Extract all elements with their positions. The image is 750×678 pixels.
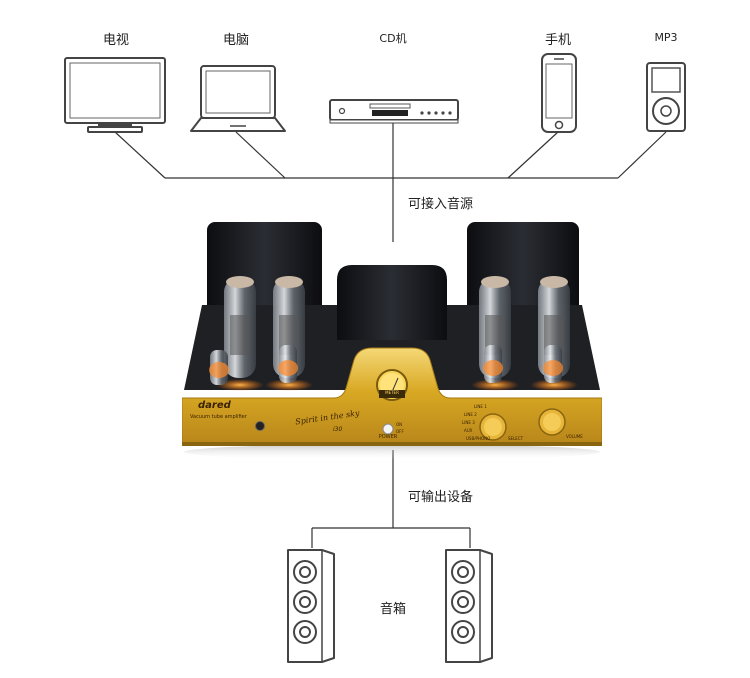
laptop-label: 电脑 (222, 33, 250, 48)
wire-phone (507, 131, 559, 179)
amp-input-label-0: LINE 1 (474, 404, 487, 409)
amp-input-label-4: USB/PHONO (466, 436, 491, 441)
amp-off-label: OFF (396, 429, 404, 434)
amp-meter-label: METER (385, 390, 399, 395)
wire-tv (114, 131, 166, 179)
headphone-jack (255, 421, 265, 431)
amp-volume-label: VOLUME (566, 434, 583, 439)
output-devices-label: 可输出设备 (408, 490, 474, 505)
power-button (382, 423, 394, 435)
tv-label: 电视 (102, 33, 130, 48)
laptop-icon (190, 65, 286, 132)
mp3-player-icon (646, 62, 686, 132)
wire-mp3 (617, 131, 667, 179)
cd-label: CD机 (379, 32, 407, 45)
vacuum-tubes (209, 276, 578, 391)
speakers-label: 音箱 (379, 602, 407, 617)
amp-power-label: POWER (378, 434, 398, 440)
amp-input-label-3: AUX (464, 428, 473, 433)
volume-knob (538, 408, 566, 436)
amp-model: i30 (333, 426, 343, 433)
amp-select-label: SELECT (508, 436, 524, 441)
amp-input-label-1: LINE 2 (464, 412, 477, 417)
input-sources-label: 可接入音源 (408, 197, 474, 212)
phone-label: 手机 (544, 33, 572, 48)
right-speaker-icon (445, 549, 493, 663)
select-knob (479, 413, 507, 441)
wire-laptop (235, 131, 286, 179)
mp3-label: MP3 (654, 31, 678, 44)
cd-player-icon (329, 99, 459, 124)
tube-amplifier (182, 222, 602, 460)
amp-brand: dared (198, 400, 231, 411)
amp-input-label-2: LINE 3 (462, 420, 475, 425)
vu-meter (376, 369, 408, 401)
amp-on-label: ON (396, 422, 403, 427)
tv-icon (64, 57, 166, 133)
left-speaker-icon (287, 549, 335, 663)
smartphone-icon (541, 53, 577, 133)
amp-subtitle: Vacuum tube amplifier (190, 414, 247, 420)
